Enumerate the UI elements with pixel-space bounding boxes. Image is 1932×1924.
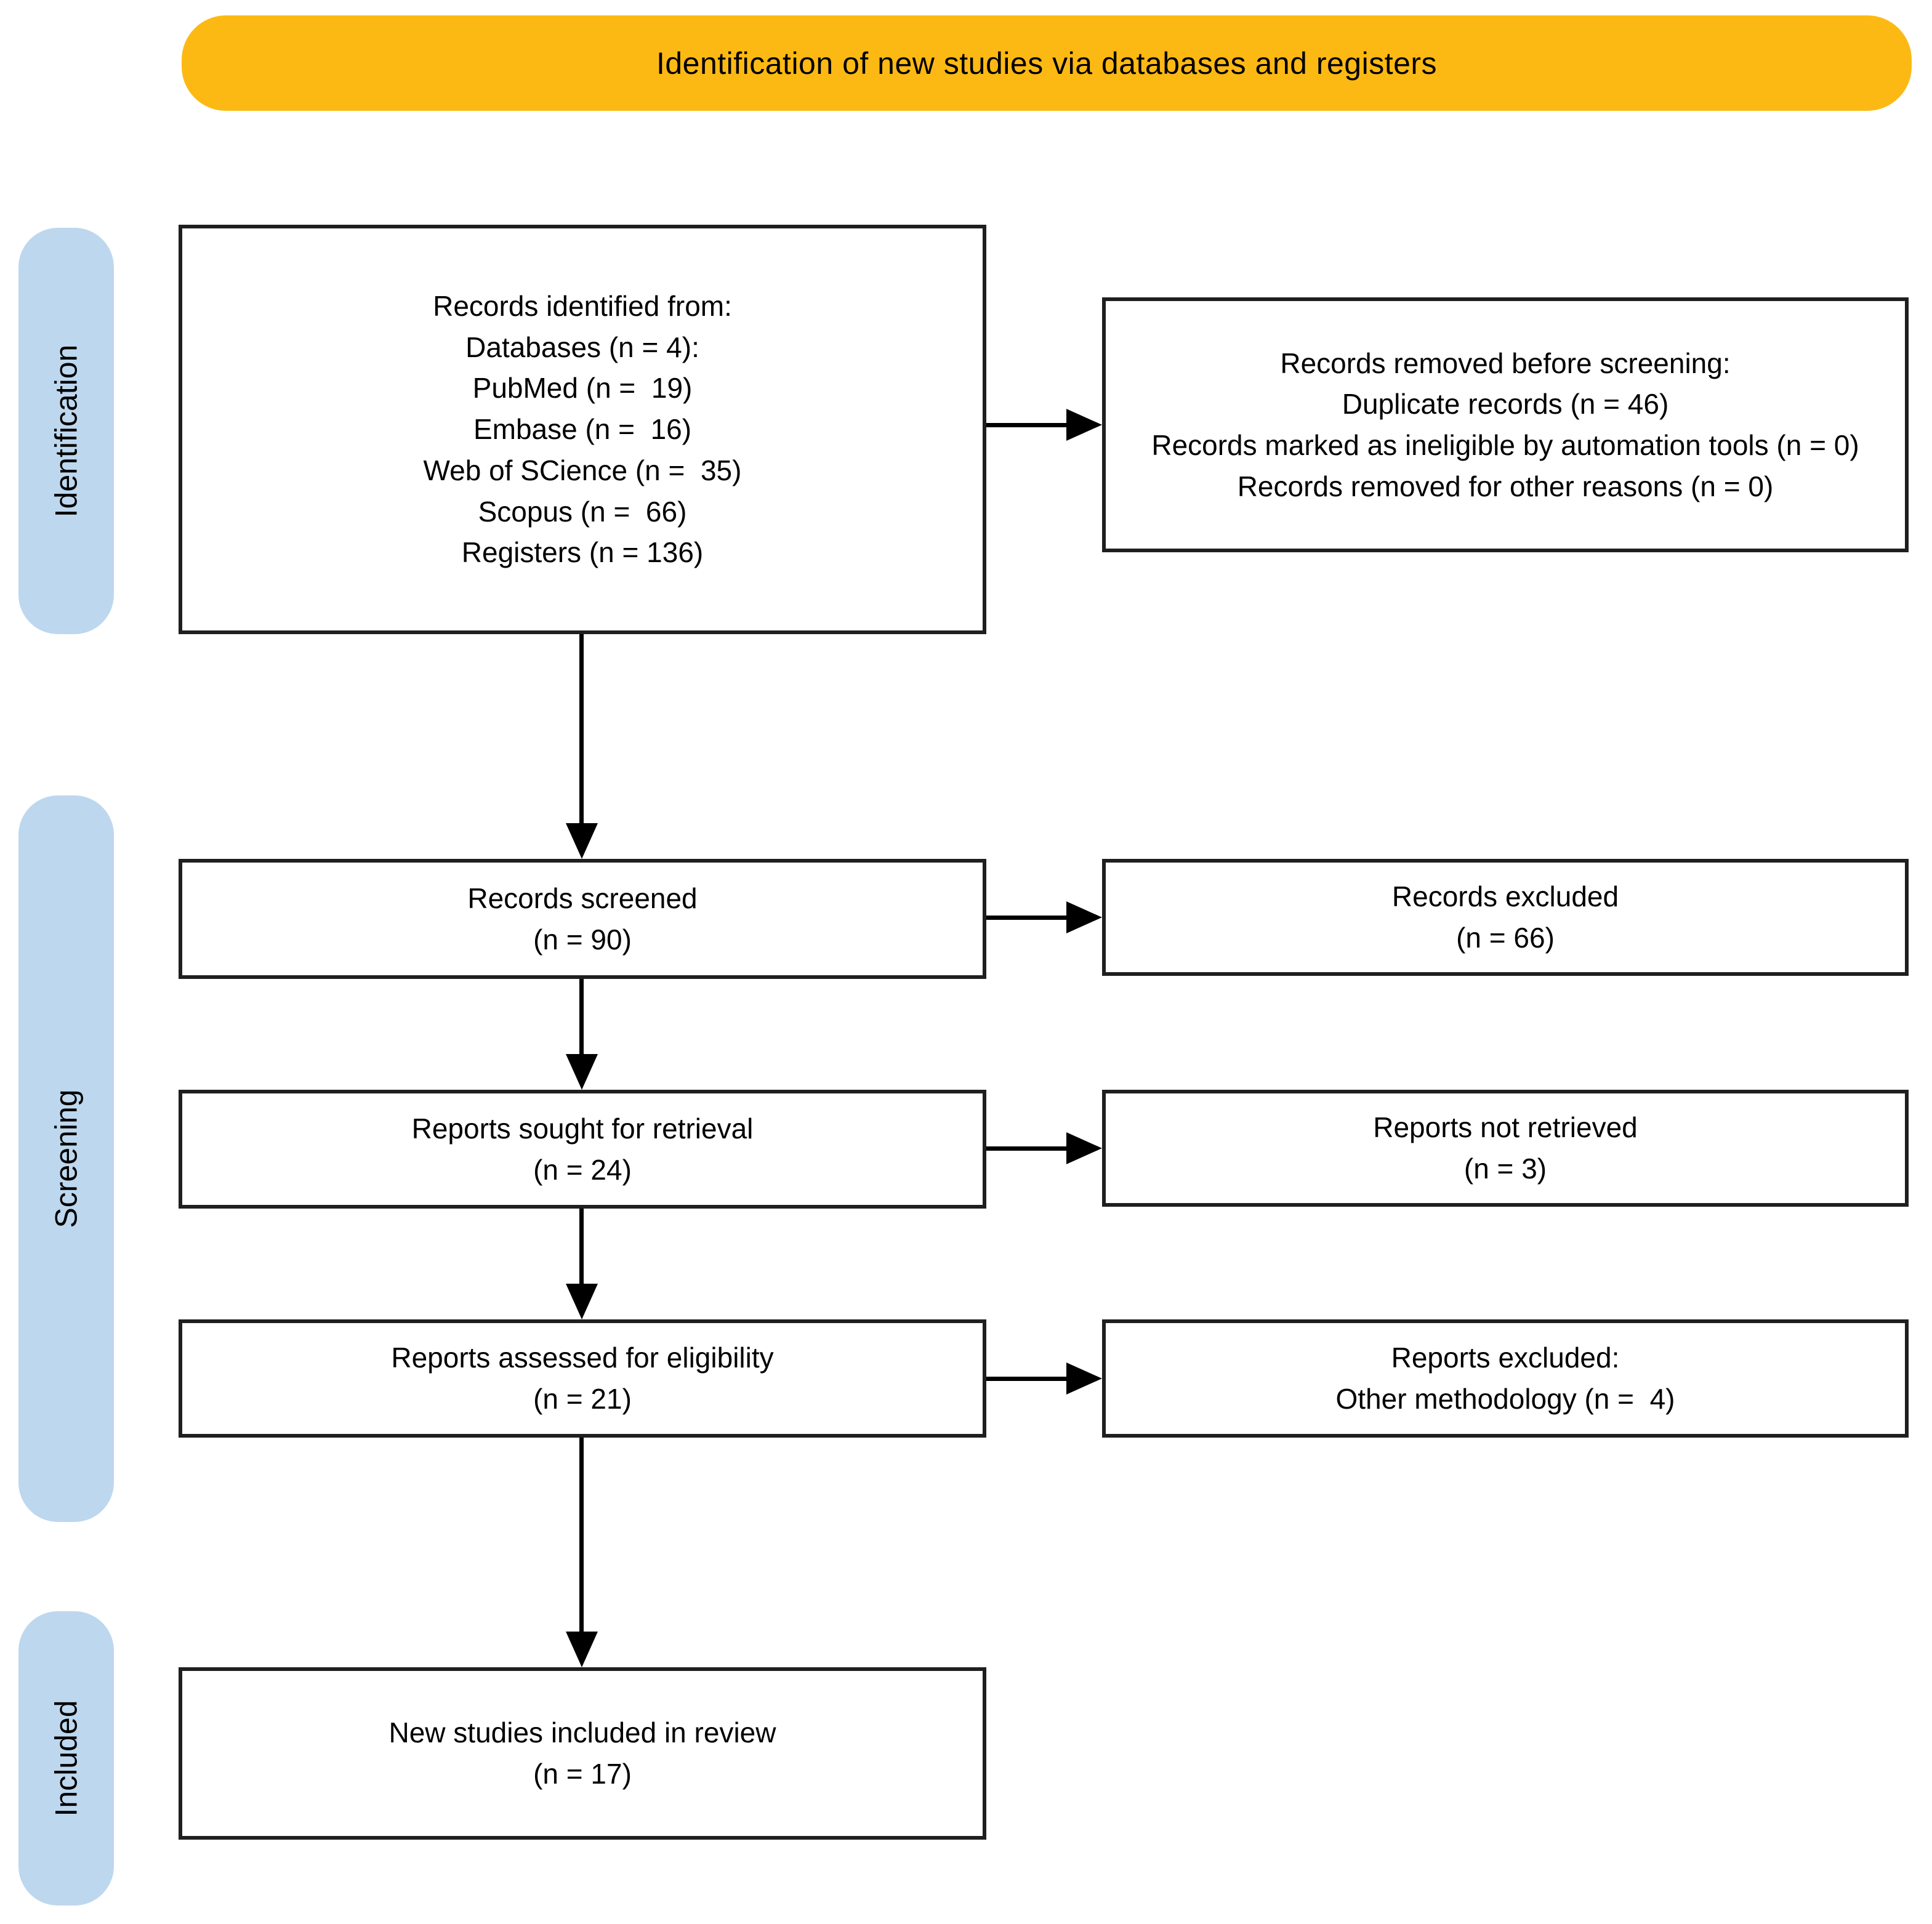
box-line: Embase (n = 16) (473, 413, 692, 446)
stage-label-screening: Screening (18, 795, 114, 1522)
title-banner: Identification of new studies via databa… (182, 15, 1912, 111)
box-line: Other methodology (n = 4) (1335, 1383, 1675, 1415)
box-new-studies-included: New studies included in review (n = 17) (179, 1667, 986, 1840)
box-line: (n = 17) (533, 1758, 632, 1790)
arrow-assessed-to-reports-excluded-line (986, 1377, 1068, 1381)
arrow-sought-to-not-retrieved-head (1066, 1132, 1102, 1164)
box-reports-not-retrieved: Reports not retrieved (n = 3) (1102, 1090, 1909, 1207)
box-records-excluded: Records excluded (n = 66) (1102, 859, 1909, 976)
arrow-screened-to-sought-line (579, 979, 584, 1056)
arrow-screened-to-excluded-head (1066, 901, 1102, 933)
arrow-sought-to-assessed-head (566, 1284, 598, 1319)
arrow-sought-to-assessed-line (579, 1209, 584, 1286)
box-reports-sought: Reports sought for retrieval (n = 24) (179, 1090, 986, 1209)
arrow-identified-to-screened-head (566, 823, 598, 859)
title-banner-text: Identification of new studies via databa… (656, 46, 1438, 81)
box-line: Reports not retrieved (1373, 1111, 1638, 1144)
box-line: (n = 24) (533, 1153, 632, 1186)
box-reports-assessed: Reports assessed for eligibility (n = 21… (179, 1319, 986, 1438)
box-line: Reports sought for retrieval (411, 1112, 754, 1145)
box-line: Databases (n = 4): (465, 331, 699, 363)
box-line: Records identified from: (433, 290, 732, 323)
box-line: (n = 3) (1463, 1153, 1547, 1185)
arrow-sought-to-not-retrieved-line (986, 1146, 1068, 1151)
stage-label-included: Included (18, 1611, 114, 1906)
box-line: PubMed (n = 19) (472, 372, 693, 405)
box-line: (n = 66) (1456, 922, 1555, 954)
stage-label-identification: Identification (18, 228, 114, 634)
arrow-identified-to-removed-line (986, 423, 1068, 427)
arrow-assessed-to-included-head (566, 1632, 598, 1667)
box-line: New studies included in review (388, 1717, 776, 1749)
stage-label-included-text: Included (49, 1700, 84, 1817)
box-records-removed: Records removed before screening: Duplic… (1102, 297, 1909, 552)
box-records-screened: Records screened (n = 90) (179, 859, 986, 979)
box-line: Records excluded (1391, 880, 1619, 913)
box-line: Duplicate records (n = 46) (1342, 388, 1669, 421)
box-line: Reports excluded: (1391, 1342, 1620, 1374)
arrow-assessed-to-included-line (579, 1438, 584, 1633)
arrow-screened-to-sought-head (566, 1054, 598, 1090)
box-reports-excluded: Reports excluded: Other methodology (n =… (1102, 1319, 1909, 1438)
box-line: Records marked as ineligible by automati… (1151, 429, 1859, 461)
arrow-identified-to-screened-line (579, 634, 584, 826)
stage-label-identification-text: Identification (49, 344, 84, 518)
box-line: Reports assessed for eligibility (391, 1342, 774, 1374)
box-line: Records removed before screening: (1280, 347, 1731, 379)
box-line: (n = 21) (533, 1383, 632, 1415)
box-line: Records removed for other reasons (n = 0… (1237, 470, 1774, 502)
box-records-identified: Records identified from: Databases (n = … (179, 225, 986, 634)
stage-label-screening-text: Screening (49, 1089, 84, 1228)
arrow-identified-to-removed-head (1066, 409, 1102, 441)
box-line: Registers (n = 136) (461, 536, 704, 569)
box-line: (n = 90) (533, 923, 632, 956)
arrow-assessed-to-reports-excluded-head (1066, 1362, 1102, 1395)
box-line: Web of SCience (n = 35) (423, 454, 742, 486)
box-line: Records screened (467, 882, 698, 914)
box-line: Scopus (n = 66) (478, 495, 687, 528)
arrow-screened-to-excluded-line (986, 916, 1068, 920)
